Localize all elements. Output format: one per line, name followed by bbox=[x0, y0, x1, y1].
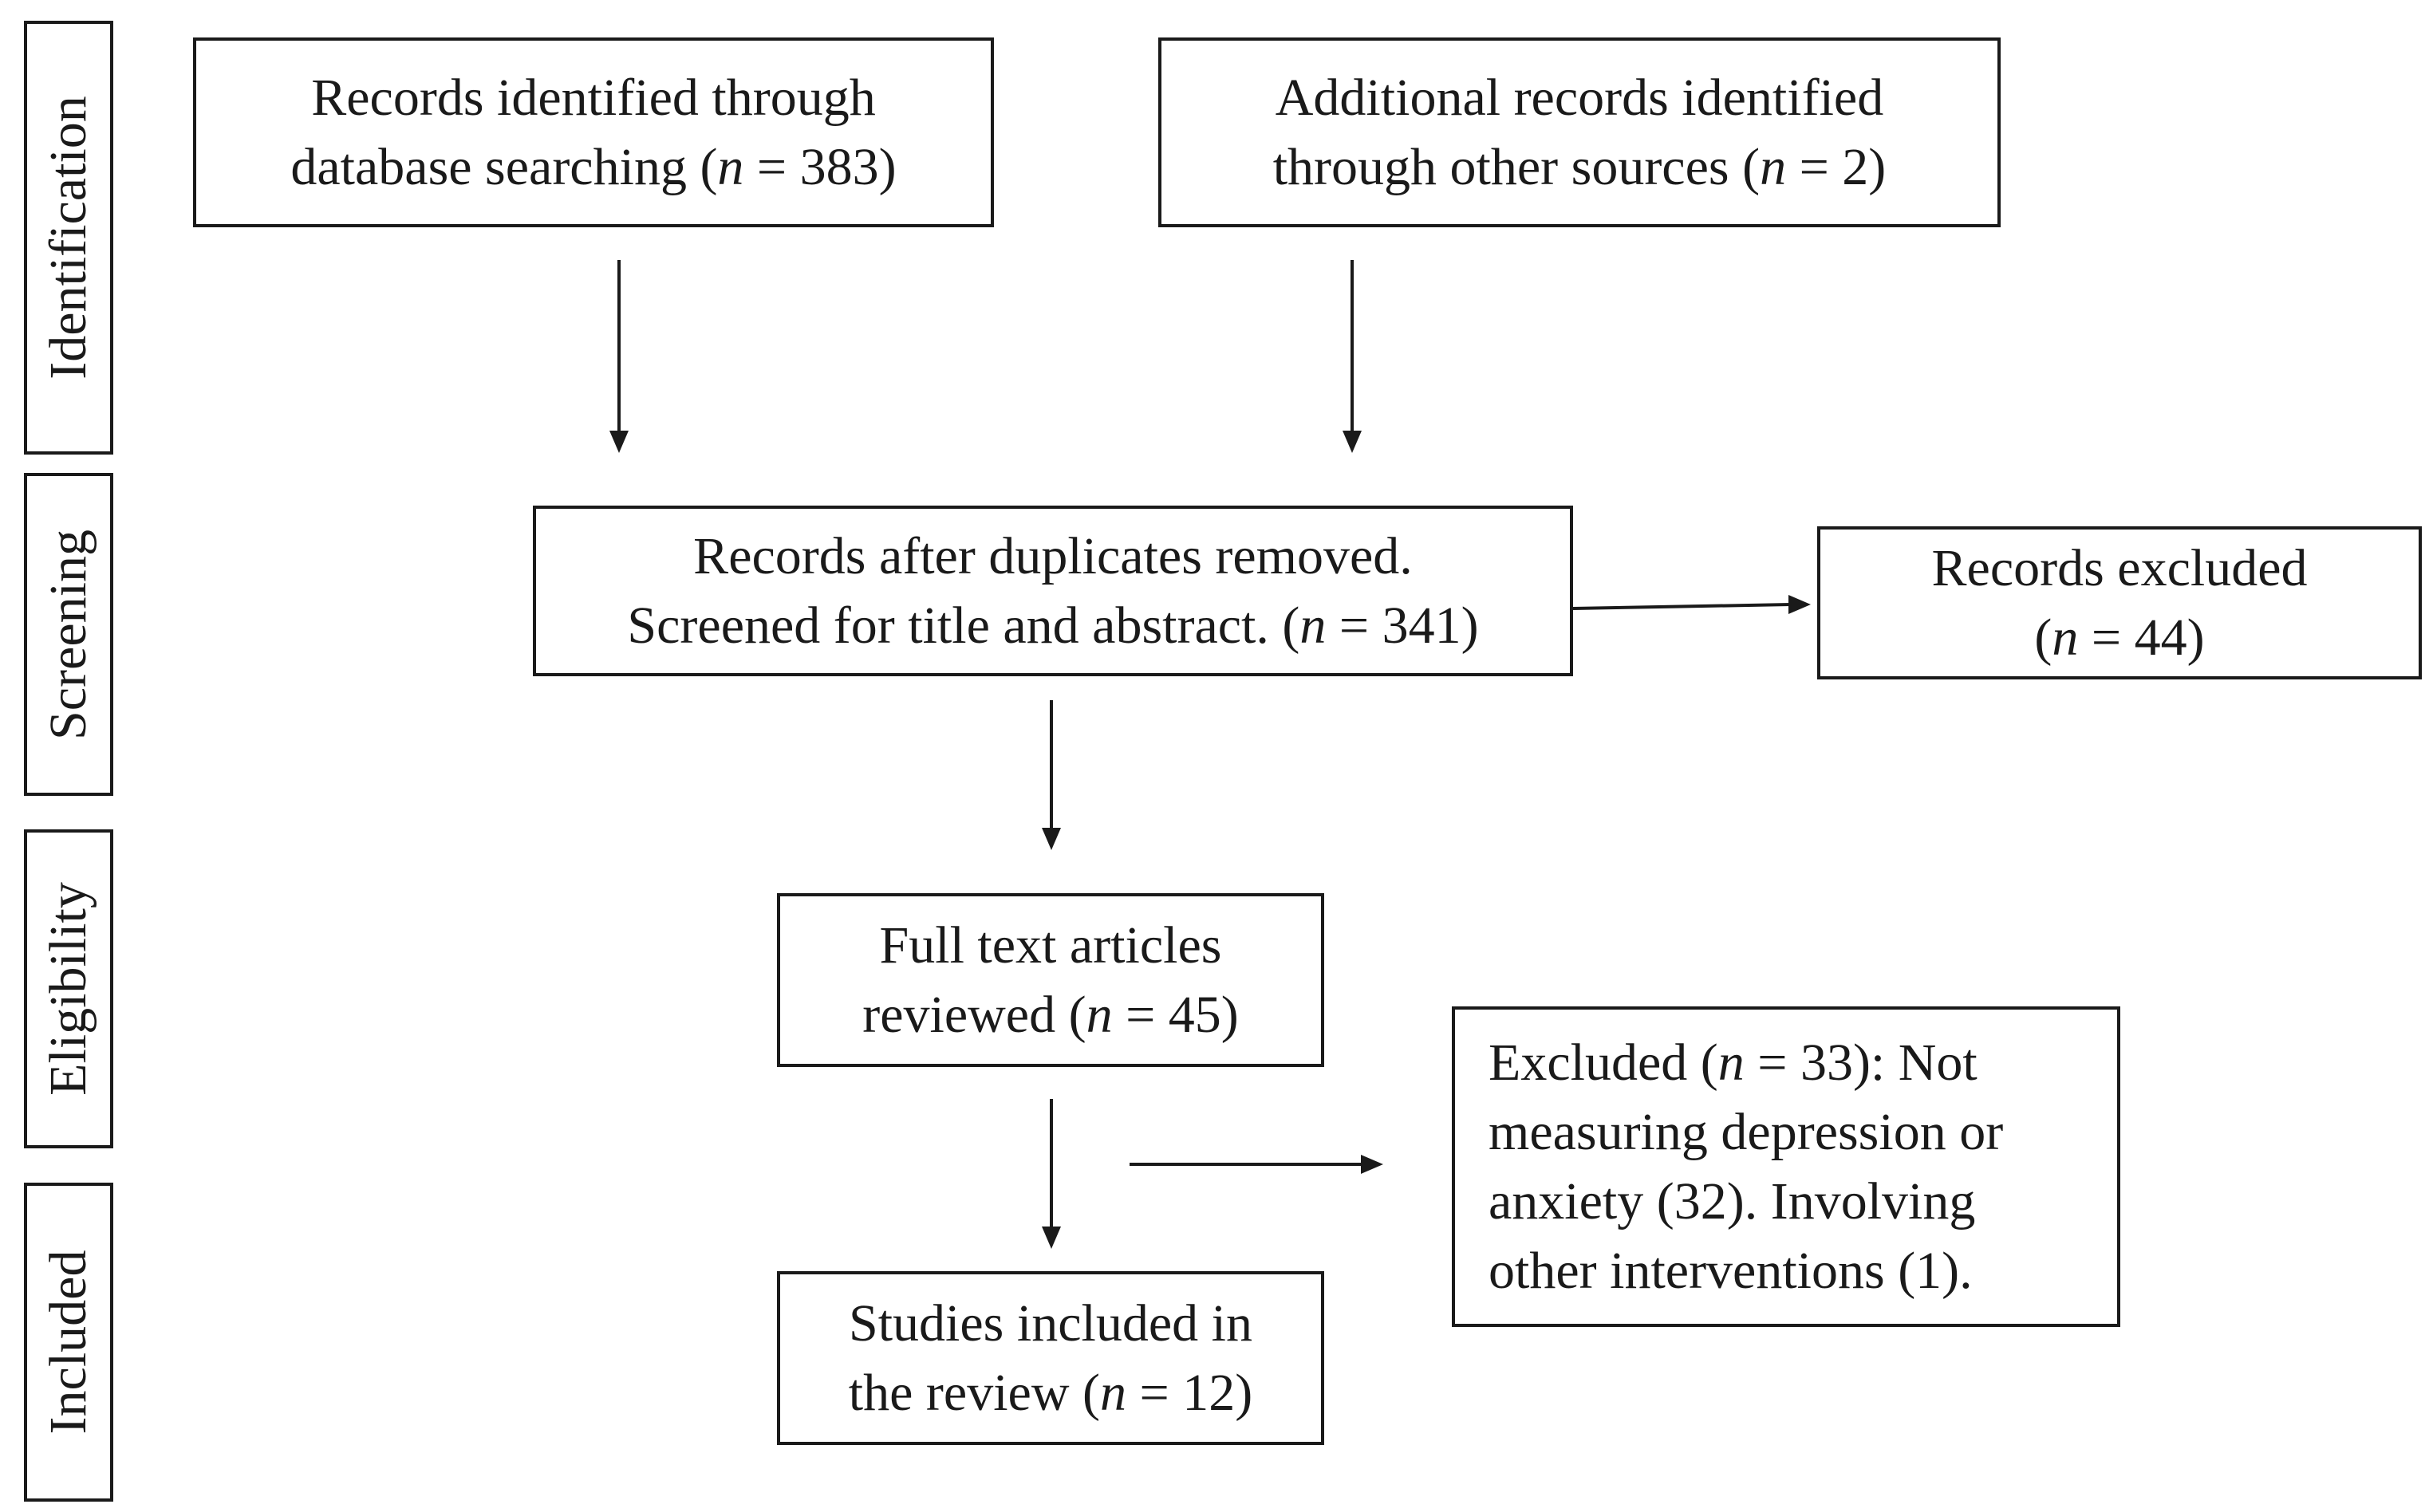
full-text-text: Full text articles reviewed ( bbox=[862, 915, 1222, 1044]
arrow-screening-to-excluded bbox=[1572, 595, 1811, 614]
arrow-to-excluded-reasons bbox=[1130, 1155, 1383, 1174]
other-records-box: Additional records identified through ot… bbox=[1158, 37, 2001, 227]
included-studies-text: Studies included in the review ( bbox=[848, 1293, 1252, 1422]
database-records-count: = 383) bbox=[743, 138, 897, 196]
arrow-screening-to-fulltext bbox=[1042, 700, 1061, 850]
included-studies-n: n bbox=[1099, 1364, 1126, 1422]
excluded-reasons-text: Excluded ( bbox=[1489, 1033, 1718, 1092]
arrow-fulltext-to-included bbox=[1042, 1099, 1061, 1249]
full-text-count: = 45) bbox=[1112, 986, 1239, 1044]
included-studies-box: Studies included in the review (n = 12) bbox=[777, 1271, 1324, 1445]
excluded-reasons-n: n bbox=[1717, 1033, 1745, 1092]
other-records-n: n bbox=[1760, 138, 1787, 196]
after-duplicates-n: n bbox=[1299, 597, 1327, 655]
excluded-reasons-box: Excluded (n = 33): Not measuring depress… bbox=[1452, 1006, 2120, 1327]
full-text-box: Full text articles reviewed (n = 45) bbox=[777, 893, 1324, 1067]
arrow-other-to-screening bbox=[1343, 260, 1362, 453]
database-records-text: Records identified through database sear… bbox=[290, 68, 876, 196]
phase-identification: Identification bbox=[24, 21, 113, 455]
records-excluded-count: = 44) bbox=[2078, 608, 2205, 667]
full-text-n: n bbox=[1086, 986, 1113, 1044]
phase-included: Included bbox=[24, 1183, 113, 1502]
records-excluded-text: Records excluded ( bbox=[1931, 538, 2308, 667]
after-duplicates-count: = 341) bbox=[1326, 597, 1479, 655]
other-records-count: = 2) bbox=[1786, 138, 1887, 196]
database-records-n: n bbox=[717, 138, 744, 196]
phase-eligibility: Eligibility bbox=[24, 829, 113, 1148]
included-studies-count: = 12) bbox=[1126, 1364, 1253, 1422]
arrow-database-to-screening bbox=[609, 260, 629, 453]
after-duplicates-box: Records after duplicates removed. Screen… bbox=[533, 506, 1573, 676]
other-records-text: Additional records identified through ot… bbox=[1272, 68, 1884, 196]
excluded-reasons-detail: = 33): Not measuring depression or anxie… bbox=[1489, 1033, 2004, 1301]
phase-screening: Screening bbox=[24, 473, 113, 796]
after-duplicates-text: Records after duplicates removed. Screen… bbox=[627, 526, 1413, 655]
records-excluded-n: n bbox=[2052, 608, 2079, 667]
database-records-box: Records identified through database sear… bbox=[193, 37, 994, 227]
records-excluded-box: Records excluded (n = 44) bbox=[1817, 526, 2422, 679]
